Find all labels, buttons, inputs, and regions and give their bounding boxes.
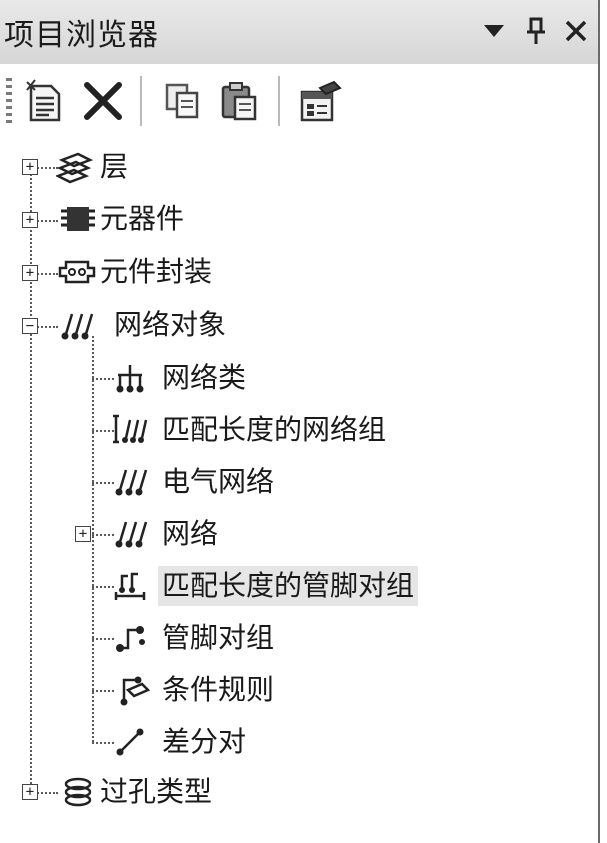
tree-node-components[interactable]: 元器件: [100, 202, 185, 235]
expand-toggle[interactable]: +: [22, 159, 38, 175]
tree-connector: [92, 690, 114, 692]
via-type-icon: [64, 777, 92, 807]
tree-connector: [92, 638, 114, 640]
panel-pin-button[interactable]: [520, 12, 552, 50]
tree-node-footprints[interactable]: 元件封装: [100, 255, 213, 288]
copy-button[interactable]: [158, 76, 208, 126]
toolbar-separator: [140, 76, 142, 126]
paste-icon: [221, 82, 257, 121]
net-class-icon: [116, 365, 144, 393]
panel-toolbar: [0, 64, 598, 140]
footprint-icon: [58, 260, 96, 284]
triangle-down-icon: [484, 25, 504, 37]
tree-node-pin-pair-group[interactable]: 管脚对组: [162, 621, 275, 654]
tree-connector: [92, 378, 114, 380]
expand-toggle[interactable]: +: [22, 784, 38, 800]
tree-node-net-class[interactable]: 网络类: [162, 361, 247, 394]
project-tree: + 层 + 元器件 + 元件封装 −: [0, 140, 598, 843]
tree-connector: [92, 482, 114, 484]
tree-connector: [30, 167, 58, 169]
delete-button[interactable]: [78, 76, 128, 126]
collapse-toggle[interactable]: −: [22, 318, 38, 334]
new-document-button[interactable]: [20, 76, 70, 126]
layers-icon: [56, 152, 94, 184]
tree-node-matched-length-pin-pair-group[interactable]: 匹配长度的管脚对组: [158, 566, 419, 606]
tree-connector: [92, 742, 114, 744]
properties-icon: [300, 80, 342, 122]
new-document-icon: [26, 79, 61, 122]
tree-child-guide-line: [92, 336, 94, 742]
electrical-net-icon: [115, 469, 148, 496]
tree-node-matched-length-net-group[interactable]: 匹配长度的网络组: [162, 413, 387, 446]
diff-pair-icon: [116, 728, 144, 756]
toolbar-grip[interactable]: [6, 78, 12, 124]
matched-net-group-icon: [113, 414, 148, 444]
tree-connector: [30, 220, 58, 222]
properties-button[interactable]: [296, 76, 346, 126]
conditional-rule-icon: [120, 676, 150, 706]
tree-connector: [30, 326, 58, 328]
net-icon: [115, 521, 148, 548]
paste-button[interactable]: [214, 76, 264, 126]
tree-connector: [30, 273, 58, 275]
component-chip-icon: [61, 207, 95, 231]
tree-node-diff-pairs[interactable]: 差分对: [162, 725, 247, 758]
tree-connector: [30, 792, 58, 794]
net-objects-icon: [61, 313, 94, 340]
copy-icon: [165, 83, 199, 119]
matched-pin-pair-group-icon: [114, 572, 146, 600]
close-icon: [565, 20, 587, 42]
toolbar-separator: [278, 76, 280, 126]
panel-titlebar: 项目浏览器: [0, 0, 598, 65]
tree-node-electrical-net[interactable]: 电气网络: [162, 465, 275, 498]
tree-connector: [92, 534, 114, 536]
tree-connector: [92, 430, 114, 432]
tree-node-layers[interactable]: 层: [100, 150, 129, 183]
panel-title: 项目浏览器: [4, 18, 159, 53]
tree-root-guide-line: [30, 162, 32, 792]
pin-pair-group-icon: [116, 626, 145, 652]
delete-x-icon: [84, 82, 122, 120]
pin-icon: [527, 17, 545, 44]
panel-close-button[interactable]: [560, 12, 592, 50]
tree-node-net-objects[interactable]: 网络对象: [114, 308, 227, 341]
expand-toggle[interactable]: +: [22, 212, 38, 228]
expand-toggle[interactable]: +: [22, 265, 38, 281]
tree-node-via-types[interactable]: 过孔类型: [100, 775, 213, 808]
tree-connector: [92, 586, 114, 588]
tree-node-nets[interactable]: 网络: [162, 517, 219, 550]
tree-node-conditional-rules[interactable]: 条件规则: [162, 673, 275, 706]
expand-toggle[interactable]: +: [75, 526, 91, 542]
panel-menu-dropdown-button[interactable]: [478, 12, 510, 50]
